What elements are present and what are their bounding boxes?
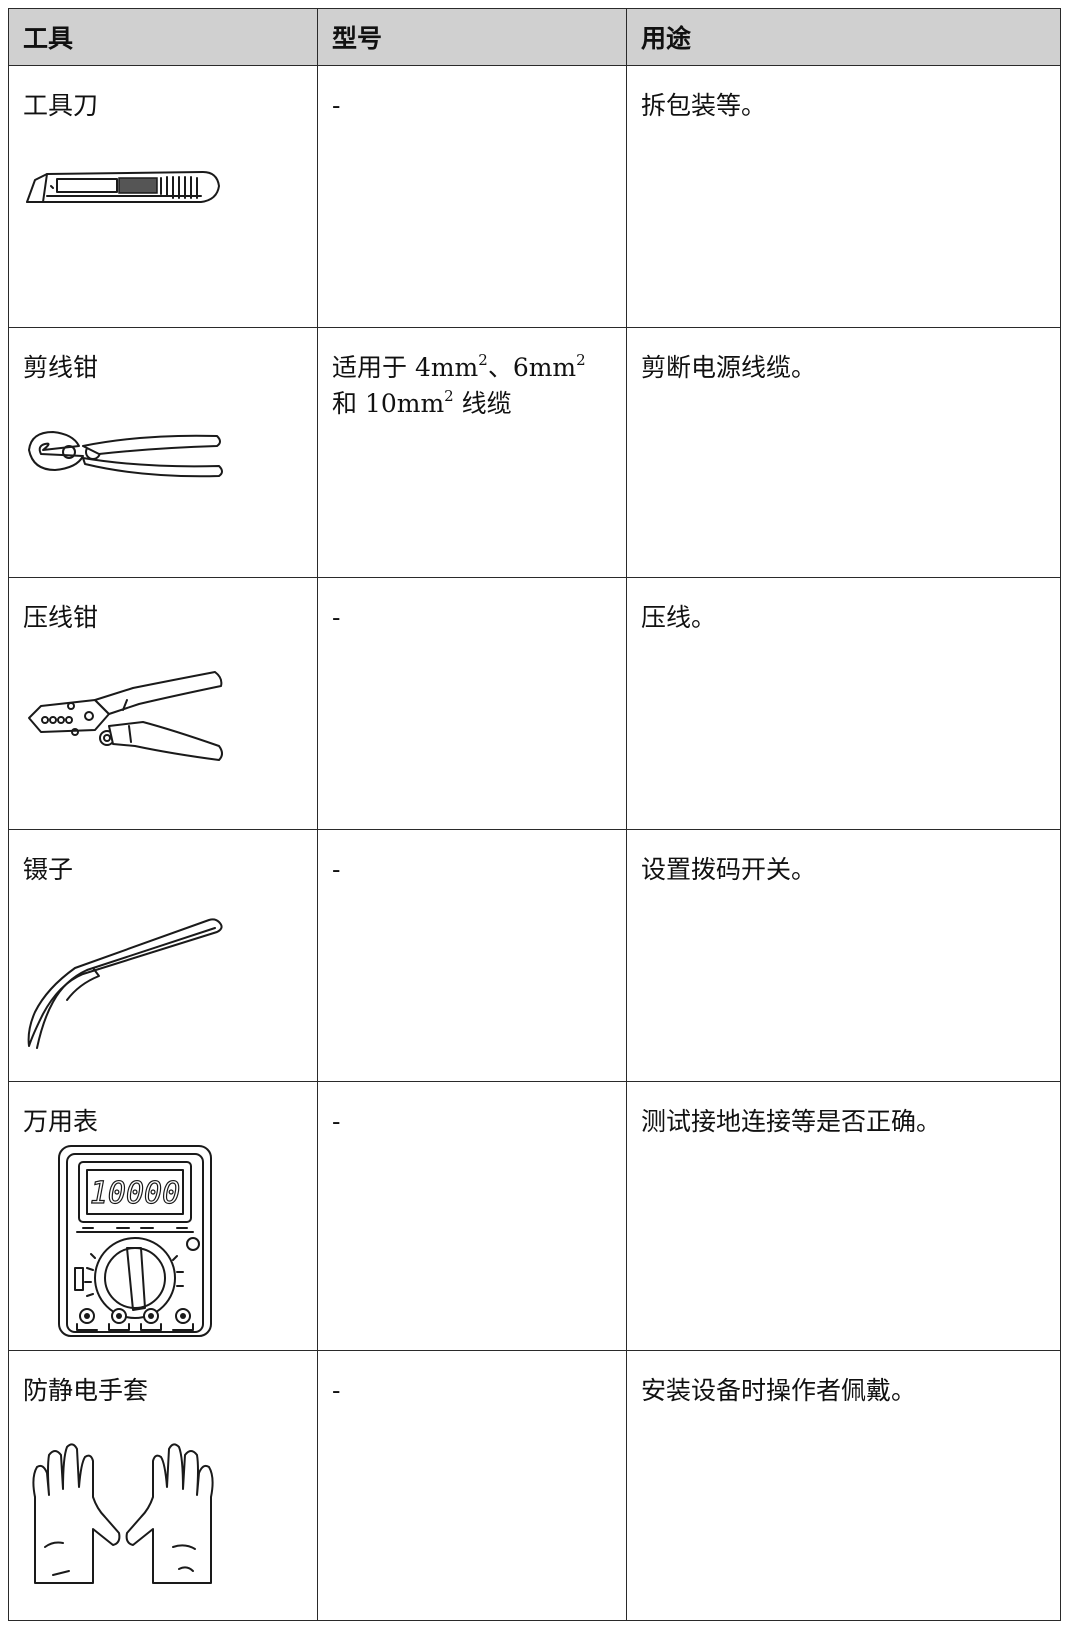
tool-model: - <box>332 603 341 632</box>
model-cell: - <box>317 577 627 830</box>
header-model: 型号 <box>317 8 627 66</box>
usage-cell: 设置拨码开关。 <box>626 829 1061 1082</box>
tool-name: 压线钳 <box>23 603 99 632</box>
tool-cell: 工具刀 <box>8 65 318 328</box>
tool-model: 适用于 4mm2、6mm2 和 10mm2 线缆 <box>332 351 586 419</box>
tool-usage: 剪断电源线缆。 <box>641 353 817 382</box>
tool-cell: 防静电手套 <box>8 1350 318 1621</box>
table-row: 压线钳 - 压线。 <box>8 577 1061 830</box>
antistatic-gloves-icon <box>32 1443 214 1584</box>
tool-model: - <box>332 1107 341 1136</box>
tool-model: - <box>332 91 341 120</box>
model-cell: - <box>317 1081 627 1351</box>
tools-table: 工具 型号 用途 工具刀 - 拆包装等。 <box>8 8 1061 1621</box>
cable-cutter-icon <box>28 431 223 478</box>
model-cell: 适用于 4mm2、6mm2 和 10mm2 线缆 <box>317 327 627 578</box>
usage-cell: 压线。 <box>626 577 1061 830</box>
multimeter-icon: 10000 <box>58 1145 212 1337</box>
header-tool: 工具 <box>8 8 318 66</box>
crimping-tool-icon <box>28 671 223 761</box>
tool-usage: 测试接地连接等是否正确。 <box>641 1107 942 1136</box>
tool-model: - <box>332 855 341 884</box>
table-row: 工具刀 - 拆包装等。 <box>8 65 1061 328</box>
tool-name: 万用表 <box>23 1107 99 1136</box>
tool-name: 剪线钳 <box>23 353 99 382</box>
tool-usage: 拆包装等。 <box>641 91 767 120</box>
table-header-row: 工具 型号 用途 <box>8 8 1061 66</box>
usage-cell: 测试接地连接等是否正确。 <box>626 1081 1061 1351</box>
tool-model: - <box>332 1376 341 1405</box>
model-cell: - <box>317 65 627 328</box>
tool-cell: 万用表 10000 <box>8 1081 318 1351</box>
tool-usage: 设置拨码开关。 <box>641 855 817 884</box>
tool-name: 工具刀 <box>23 91 99 120</box>
table-row: 防静电手套 - 安装设备时操作者佩戴。 <box>8 1350 1061 1621</box>
table-row: 剪线钳 适用于 4mm2、6mm2 和 10mm2 线缆 剪断电源线缆。 <box>8 327 1061 578</box>
tool-usage: 压线。 <box>641 603 717 632</box>
model-cell: - <box>317 1350 627 1621</box>
tool-cell: 剪线钳 <box>8 327 318 578</box>
model-cell: - <box>317 829 627 1082</box>
table-row: 万用表 10000 <box>8 1081 1061 1351</box>
utility-knife-icon <box>26 171 220 203</box>
usage-cell: 安装设备时操作者佩戴。 <box>626 1350 1061 1621</box>
usage-cell: 拆包装等。 <box>626 65 1061 328</box>
tool-usage: 安装设备时操作者佩戴。 <box>641 1376 917 1405</box>
header-usage: 用途 <box>626 8 1061 66</box>
tool-name: 防静电手套 <box>23 1376 149 1405</box>
tool-cell: 压线钳 <box>8 577 318 830</box>
svg-text:10000: 10000 <box>90 1176 180 1211</box>
tweezers-icon <box>27 918 223 1049</box>
table-row: 镊子 - 设置拨码开关。 <box>8 829 1061 1082</box>
usage-cell: 剪断电源线缆。 <box>626 327 1061 578</box>
tool-cell: 镊子 <box>8 829 318 1082</box>
tool-name: 镊子 <box>23 855 74 884</box>
